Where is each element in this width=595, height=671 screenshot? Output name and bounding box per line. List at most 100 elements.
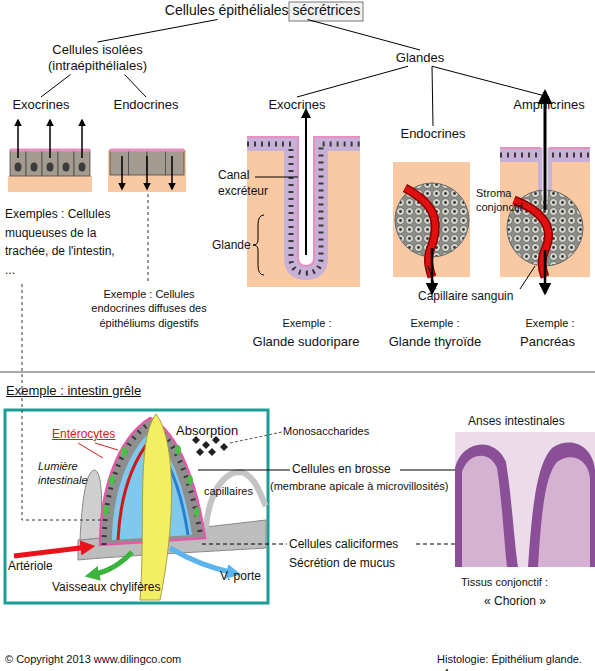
nucleus bbox=[47, 163, 54, 172]
secretion-arrow bbox=[146, 156, 148, 189]
node-text: Endocrines bbox=[108, 97, 184, 113]
cell bbox=[58, 150, 74, 176]
example-note: Exemples : Cellules muqueuses de la trac… bbox=[5, 205, 115, 279]
cell bbox=[110, 150, 129, 175]
tree-connector bbox=[98, 20, 218, 43]
page-reference: Histologie: Épithélium glande. p4 bbox=[437, 652, 595, 671]
secretion-arrow bbox=[17, 120, 19, 158]
nucleus bbox=[79, 163, 86, 172]
example-prefix: Exemple : bbox=[505, 316, 595, 330]
example-name: Glande thyroïde bbox=[375, 334, 495, 351]
leader-line bbox=[78, 443, 103, 458]
goblet-cell bbox=[103, 505, 109, 515]
category-heading: Exocrines bbox=[6, 97, 76, 113]
root-heading: Cellules épithéliales sécrétrices bbox=[150, 2, 375, 20]
copyright-note: © Copyright 2013 www.dilingco.com bbox=[5, 652, 265, 666]
monosaccharide-symbol bbox=[202, 441, 210, 449]
cell bbox=[166, 150, 185, 175]
lacteal bbox=[140, 414, 172, 600]
dashed-leader bbox=[202, 544, 287, 545]
villus-section bbox=[455, 445, 518, 567]
secretion-arrow bbox=[81, 120, 83, 158]
leader-line bbox=[198, 470, 290, 471]
node-text: Exocrines bbox=[6, 97, 76, 113]
dashed-leader bbox=[148, 194, 149, 284]
part-label: Lumière intestinale bbox=[38, 459, 100, 488]
cell bbox=[129, 150, 148, 175]
example-prefix: Exemple : bbox=[252, 316, 362, 330]
leader-line bbox=[255, 177, 298, 178]
secretion-arrow bbox=[121, 156, 123, 189]
monosaccharide-symbol bbox=[220, 443, 228, 451]
connective-tissue bbox=[108, 150, 186, 192]
tree-connector bbox=[125, 75, 147, 98]
category-heading: Endocrines bbox=[108, 97, 184, 113]
goblet-cell bbox=[121, 447, 127, 457]
monosaccharide-symbol bbox=[196, 448, 204, 456]
villus-chorion bbox=[538, 457, 590, 567]
part-label: Tissus conjonctif : bbox=[461, 575, 591, 589]
part-label: Glande bbox=[212, 238, 257, 254]
part-label: Entérocytes bbox=[52, 427, 142, 443]
part-label: Absorption bbox=[176, 423, 256, 440]
goblet-cell bbox=[175, 445, 181, 455]
section-heading: Exemple : intestin grêle bbox=[6, 383, 206, 400]
villus-chorion bbox=[462, 456, 507, 567]
amphicrine-gland bbox=[500, 92, 590, 293]
branch-heading: Cellules isolées (intraépithéliales) bbox=[30, 42, 165, 75]
goblet-cell bbox=[109, 475, 115, 485]
part-label: V. porte bbox=[220, 569, 280, 585]
histology-micrograph bbox=[455, 432, 595, 567]
node-text: Endocrines bbox=[395, 126, 471, 142]
category-heading: Endocrines bbox=[395, 126, 471, 142]
part-label: Cellules caliciformes bbox=[289, 537, 449, 553]
part-note: (membrane apicale à microvillosités) bbox=[270, 479, 475, 493]
example-note: Exemple : Cellules endocrines diffuses d… bbox=[88, 287, 210, 330]
tree-connector bbox=[308, 20, 421, 51]
capillary-outline bbox=[405, 188, 435, 277]
part-label: Vaisseaux chylifères bbox=[52, 580, 202, 596]
secretion-arrow bbox=[431, 248, 434, 293]
example-prefix: Exemple : bbox=[385, 316, 485, 330]
secretion-arrow bbox=[49, 120, 51, 158]
part-label: Monosaccharides bbox=[283, 424, 393, 438]
part-label: « Chorion » bbox=[484, 594, 584, 610]
isolated-exocrine-cells bbox=[8, 120, 92, 192]
monosaccharide-symbol bbox=[208, 448, 216, 456]
part-note: Sécrétion de mucus bbox=[289, 556, 449, 572]
villus-section bbox=[528, 443, 595, 567]
nucleus bbox=[31, 163, 38, 172]
example-name: Glande sudoripare bbox=[236, 334, 376, 351]
node-text: Glandes bbox=[390, 50, 450, 66]
part-label: Canal excréteur bbox=[218, 168, 280, 199]
part-label: Cellules en brosse bbox=[292, 462, 432, 478]
apical-border bbox=[110, 149, 184, 152]
lymph-arrow bbox=[92, 552, 132, 575]
part-label: Anses intestinales bbox=[468, 414, 595, 430]
node-text: Amphicrines bbox=[506, 97, 592, 113]
leader-line bbox=[95, 443, 118, 450]
apical-border bbox=[500, 147, 541, 149]
node-text: Cellules épithéliales sécrétrices bbox=[150, 2, 375, 20]
nucleus bbox=[15, 163, 22, 172]
secretion-arrow bbox=[305, 110, 307, 255]
category-heading: Amphicrines bbox=[506, 97, 592, 113]
micrograph-background bbox=[455, 432, 595, 567]
goblet-cell bbox=[194, 507, 200, 517]
dashed-leader bbox=[22, 284, 102, 520]
cell bbox=[147, 150, 166, 175]
exocrine-gland bbox=[247, 110, 360, 287]
branch-heading: Glandes bbox=[390, 50, 450, 66]
endocrine-gland bbox=[393, 162, 470, 293]
leader-line bbox=[428, 266, 436, 289]
blood-capillary bbox=[405, 188, 435, 277]
arteriole-arrow bbox=[14, 547, 88, 556]
example-name: Pancréas bbox=[500, 334, 595, 351]
tree-connector bbox=[297, 66, 408, 97]
tree-connector bbox=[41, 75, 71, 98]
node-text: Cellules isolées (intraépithéliales) bbox=[30, 42, 165, 75]
connective-tissue bbox=[8, 176, 92, 192]
apical-border bbox=[247, 137, 360, 266]
